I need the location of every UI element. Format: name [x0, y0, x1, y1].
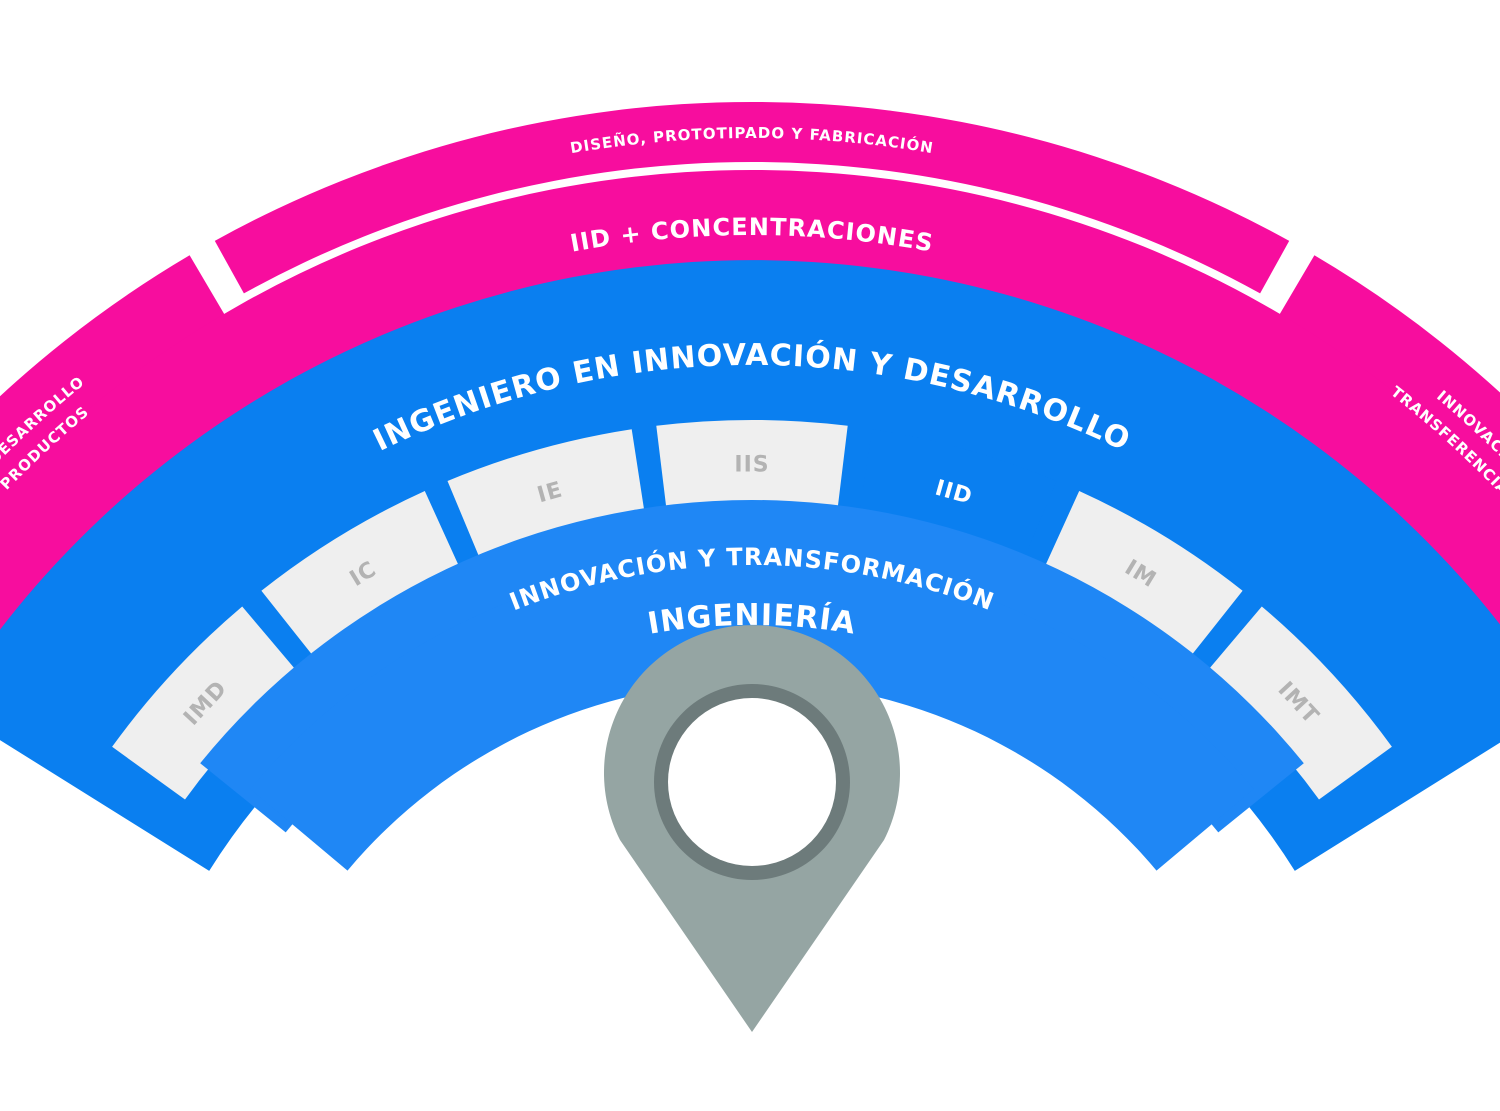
program-tab-iid — [858, 429, 1057, 565]
program-tab-im — [1042, 491, 1243, 662]
program-tab-ie — [447, 429, 646, 565]
program-tab-label-iis: IIS — [734, 453, 769, 478]
program-tab-ic — [261, 491, 462, 662]
program-tab-iis — [656, 419, 848, 516]
band-design-prototyping — [214, 101, 1290, 294]
band-concentrations — [0, 169, 1500, 672]
band-engineering — [250, 554, 1254, 871]
program-tab-imt — [1203, 606, 1392, 800]
pin-hole — [668, 698, 836, 866]
band-transformation — [200, 499, 1304, 833]
location-pin-icon — [604, 625, 900, 1032]
program-tab-imd — [112, 606, 301, 800]
